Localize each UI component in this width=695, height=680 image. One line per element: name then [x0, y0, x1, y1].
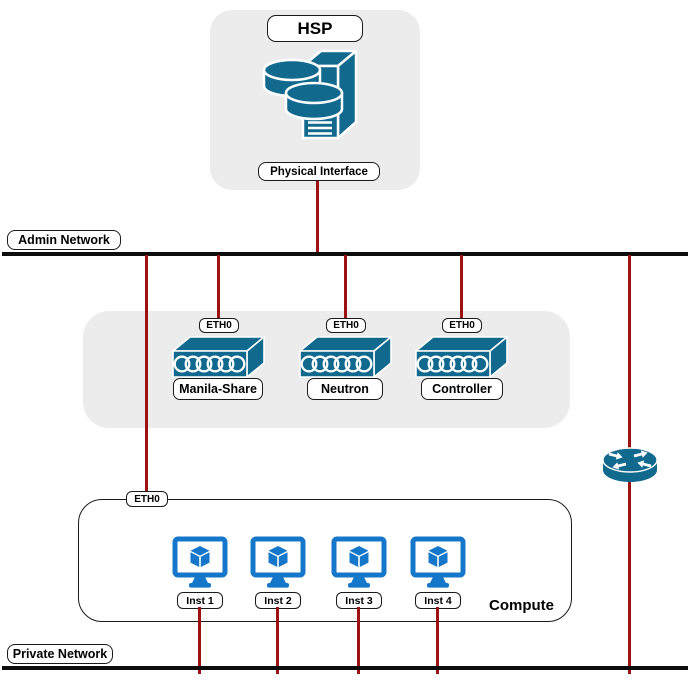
link-admin-compute: [145, 255, 148, 492]
eth0-label-controller: ETH0: [442, 318, 482, 333]
admin-network-label: Admin Network: [7, 230, 121, 250]
eth0-label-compute: ETH0: [126, 491, 168, 507]
switch-name-manila: Manila-Share: [173, 378, 263, 400]
hsp-node-label: HSP: [267, 15, 363, 42]
instance-label-3: Inst 3: [336, 592, 382, 609]
compute-box: [78, 499, 572, 622]
ethernet-switch-icon: [415, 336, 508, 378]
switch-name-controller: Controller: [421, 378, 503, 400]
physical-interface-label: Physical Interface: [258, 162, 380, 181]
vm-instance-icon: [250, 536, 306, 588]
vm-instance-icon: [331, 536, 387, 588]
ethernet-switch-icon: [299, 336, 392, 378]
link-inst2-private: [276, 607, 279, 674]
link-inst1-private: [198, 607, 201, 674]
router-icon: [602, 447, 658, 482]
link-hsp-admin: [316, 181, 319, 255]
compute-caption: Compute: [489, 597, 554, 614]
link-admin-neutron: [344, 255, 347, 319]
link-inst4-private: [436, 607, 439, 674]
eth0-label-neutron: ETH0: [326, 318, 366, 333]
ethernet-switch-icon: [172, 336, 265, 378]
switch-name-neutron: Neutron: [307, 378, 383, 400]
storage-server-icon: [262, 49, 358, 140]
eth0-label-manila: ETH0: [199, 318, 239, 333]
link-inst3-private: [357, 607, 360, 674]
vm-instance-icon: [410, 536, 466, 588]
instance-label-1: Inst 1: [177, 592, 223, 609]
link-admin-manila: [217, 255, 220, 319]
instance-label-2: Inst 2: [255, 592, 301, 609]
private-network-label: Private Network: [7, 644, 113, 664]
link-admin-controller: [460, 255, 463, 319]
private-network-bus: [2, 666, 688, 670]
vm-instance-icon: [172, 536, 228, 588]
admin-network-bus: [2, 252, 688, 256]
